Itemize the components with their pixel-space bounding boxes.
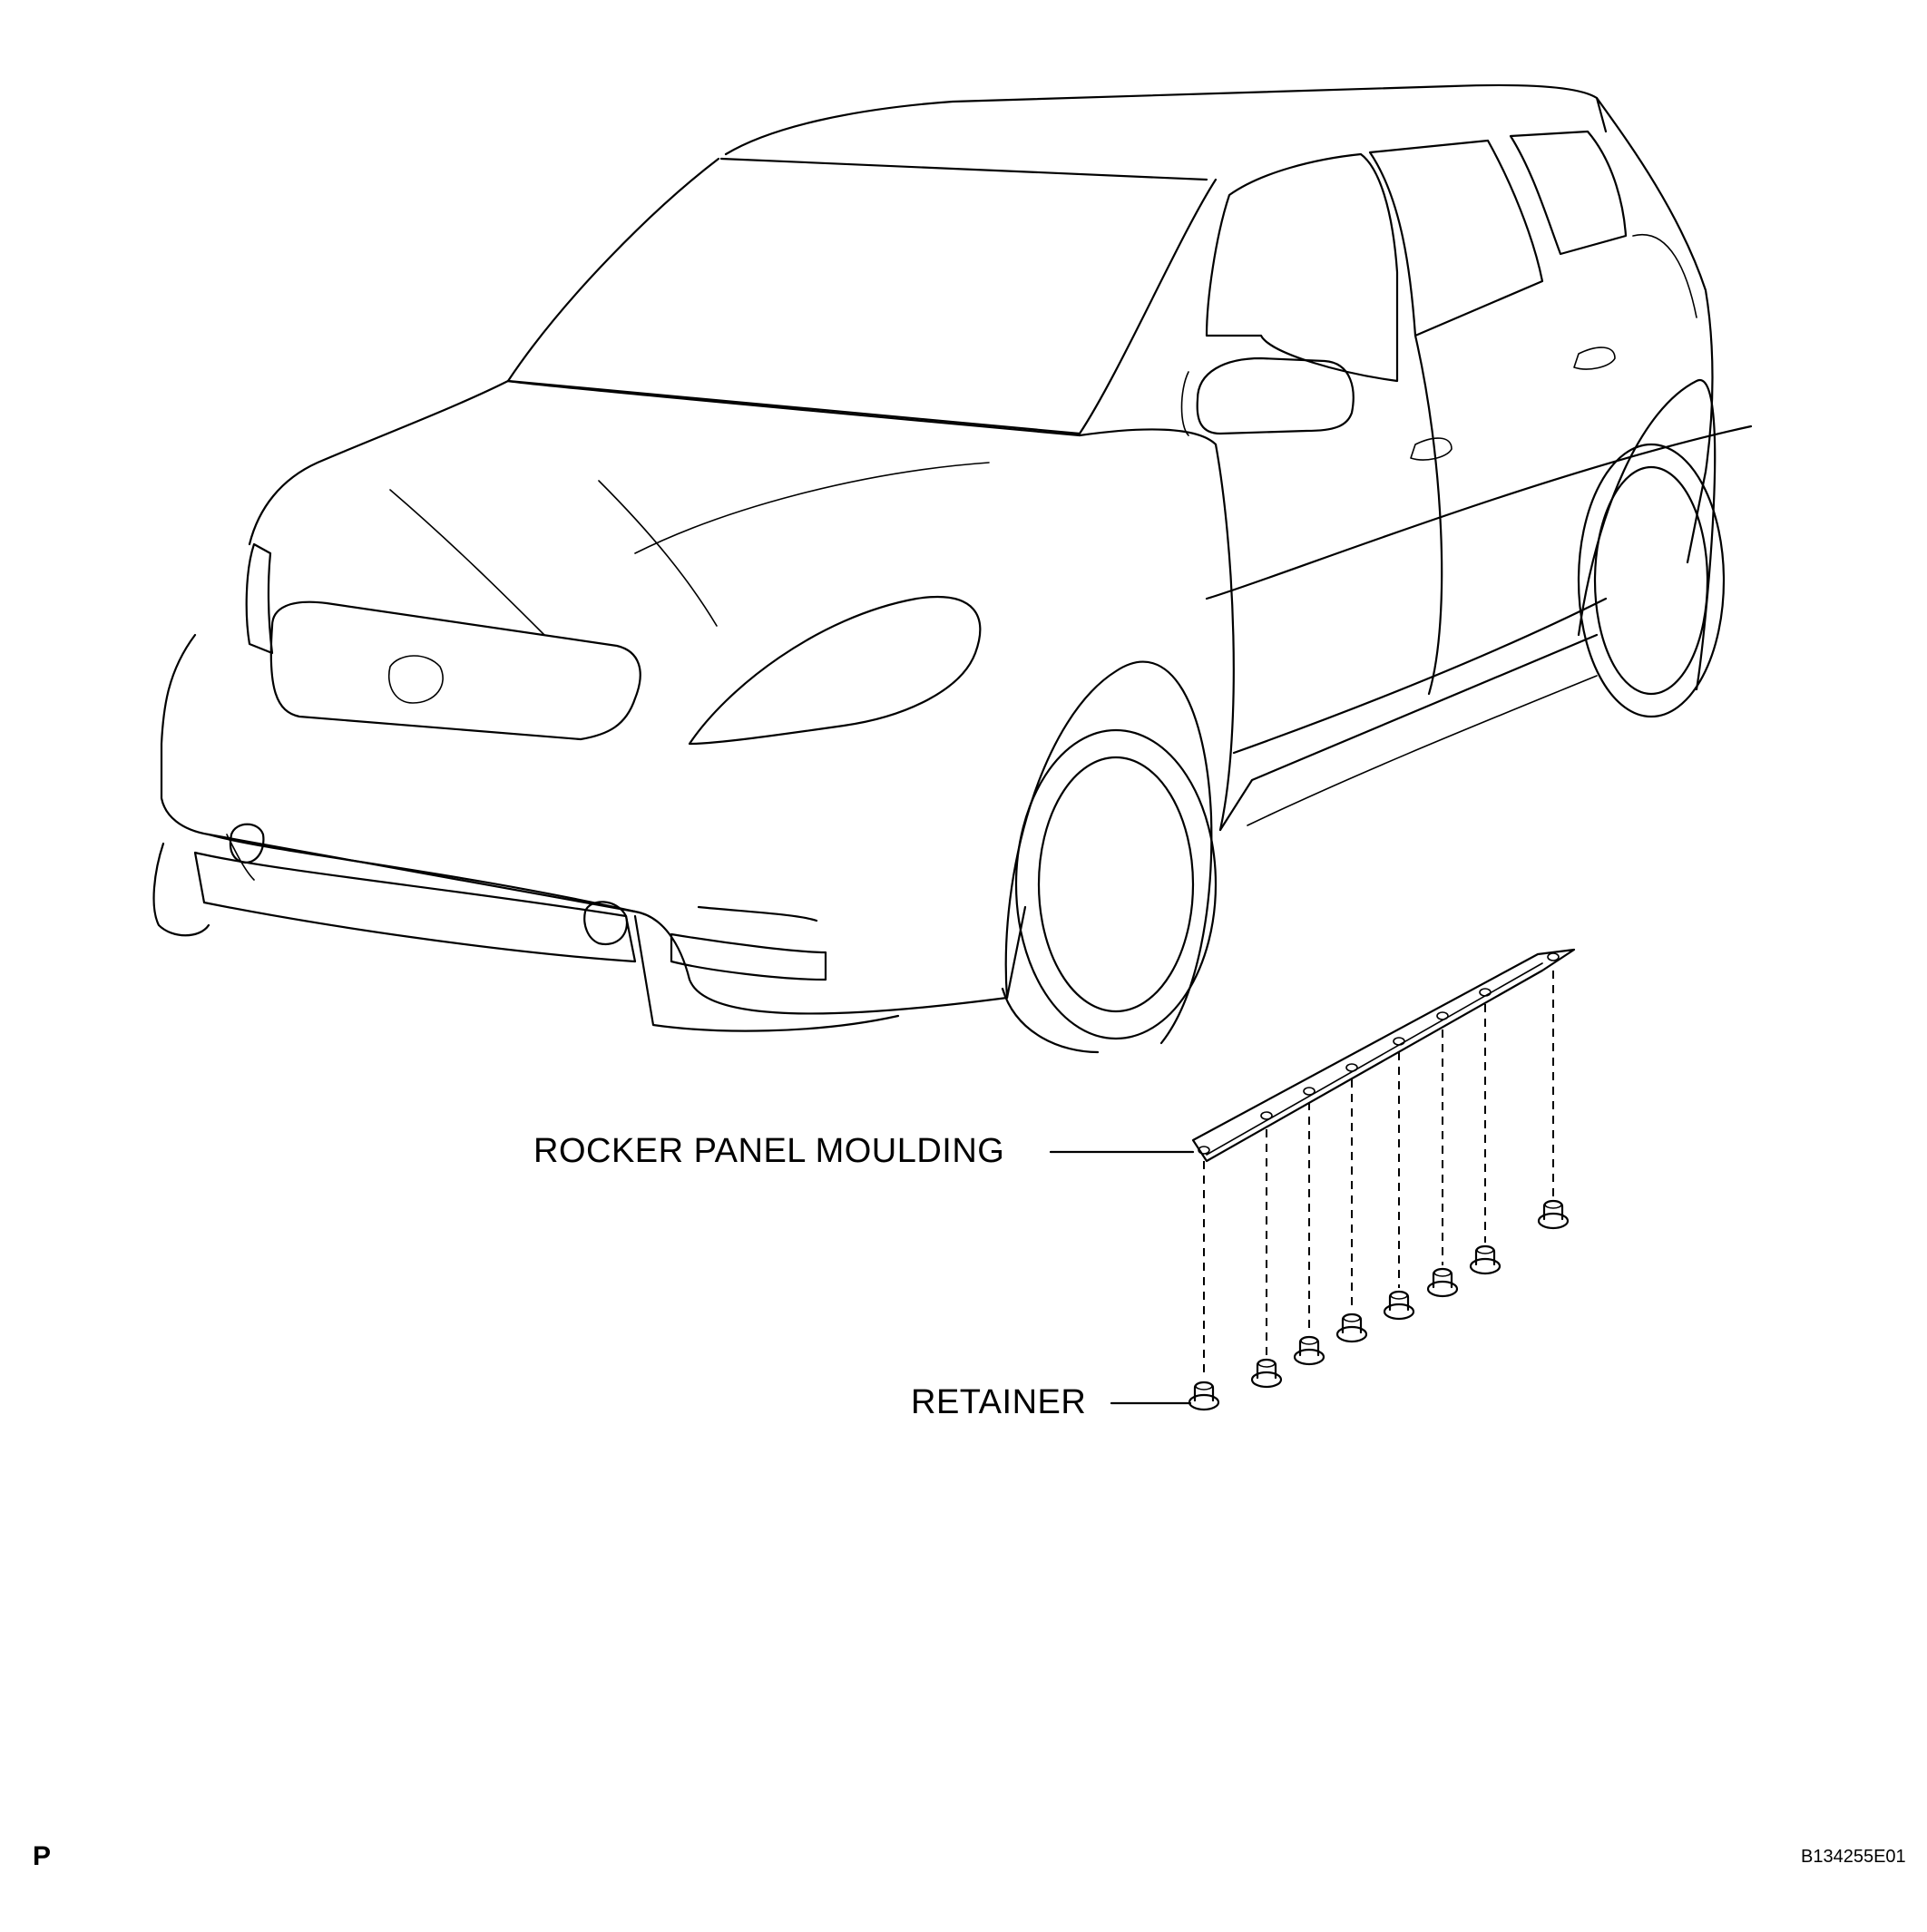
- rocker-panel-moulding-part: [1191, 948, 1576, 1379]
- rear-hub: [1593, 465, 1709, 696]
- front-wheel-arch: [1004, 660, 1213, 1045]
- retainer-group: [1188, 1199, 1570, 1411]
- roof-outline: [724, 83, 1608, 156]
- side-mirror: [1196, 356, 1355, 435]
- door-split-front: [1214, 443, 1235, 832]
- retainer-clip: [1469, 1244, 1501, 1275]
- page-code: P: [33, 1841, 52, 1871]
- front-door-window: [1205, 152, 1399, 383]
- rocker-area: [1232, 597, 1608, 755]
- retainer-clip: [1335, 1312, 1368, 1343]
- moulding-clip-tabs: [1198, 952, 1560, 1155]
- install-guide-lines: [1203, 971, 1554, 1379]
- right-fog-lamp: [583, 901, 629, 946]
- left-headlight: [245, 542, 274, 655]
- rear-door-window: [1368, 139, 1544, 337]
- retainer-clip: [1293, 1335, 1325, 1366]
- retainer-label: RETAINER: [911, 1383, 1087, 1421]
- rocker-panel-moulding-label: ROCKER PANEL MOULDING: [533, 1132, 1005, 1170]
- left-fog-lamp: [229, 823, 265, 864]
- figure-id: B134255E01: [1801, 1847, 1906, 1867]
- emblem: [388, 655, 444, 704]
- quarter-window: [1509, 130, 1628, 256]
- retainer-clip: [1537, 1199, 1570, 1230]
- retainer-clip: [1426, 1267, 1459, 1298]
- front-door-handle: [1410, 437, 1453, 461]
- vehicle-illustration: [152, 83, 1753, 1054]
- hood-outline: [248, 379, 510, 546]
- lower-grille: [193, 851, 637, 963]
- front-wheel: [1014, 728, 1218, 1040]
- moulding-outline: [1191, 948, 1576, 1163]
- rear-door-handle: [1573, 346, 1616, 370]
- retainer-clip: [1383, 1290, 1415, 1321]
- body-side: [1205, 424, 1753, 600]
- right-headlight: [688, 596, 982, 746]
- retainer-clip: [1250, 1358, 1283, 1389]
- door-split-rear: [1413, 334, 1443, 696]
- retainer-clip: [1188, 1381, 1220, 1411]
- upper-grille: [269, 600, 641, 741]
- front-bumper: [160, 633, 1027, 1015]
- front-hub: [1037, 756, 1195, 1013]
- rear-wheel: [1577, 443, 1726, 718]
- rear-end: [1595, 96, 1714, 564]
